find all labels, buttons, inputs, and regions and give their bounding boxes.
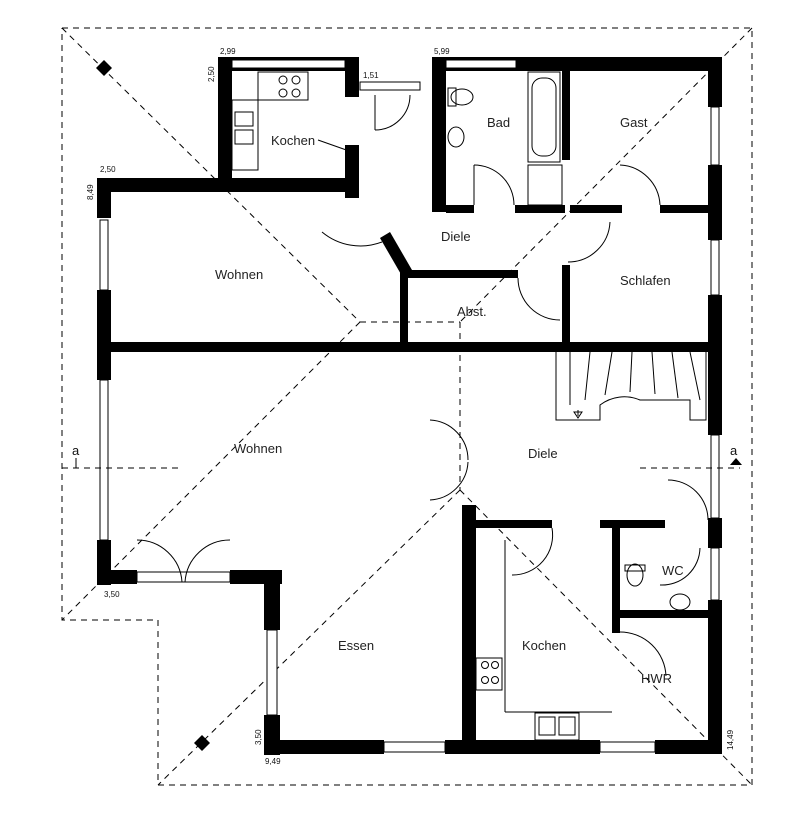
room-abst: Abst.	[457, 304, 487, 319]
room-kochen-top: Kochen	[271, 133, 315, 148]
room-gast: Gast	[620, 115, 648, 130]
windows	[99, 59, 720, 753]
dim-8-49: 8,49	[86, 184, 95, 200]
fixtures	[231, 71, 691, 741]
walls	[97, 57, 722, 755]
room-schlafen: Schlafen	[620, 273, 671, 288]
dim-14-49: 14,49	[726, 729, 735, 750]
roof-marker-top-left	[96, 60, 112, 76]
section-mark-right: a	[730, 443, 738, 458]
section-mark-left: a	[72, 443, 80, 458]
dim-3-50-b: 3,50	[254, 729, 263, 745]
dim-2-99: 2,99	[220, 47, 236, 56]
room-essen: Essen	[338, 638, 374, 653]
room-hwr: HWR	[641, 671, 672, 686]
dim-2-50-a: 2,50	[207, 66, 216, 82]
room-bad: Bad	[487, 115, 510, 130]
room-labels: Kochen Bad Gast Diele Wohnen Schlafen Ab…	[215, 115, 684, 686]
room-kochen-bottom: Kochen	[522, 638, 566, 653]
room-wohnen-bottom: Wohnen	[234, 441, 282, 456]
room-wohnen-top: Wohnen	[215, 267, 263, 282]
roof-marker-bottom-left	[194, 735, 210, 751]
room-diele-top: Diele	[441, 229, 471, 244]
room-wc: WC	[662, 563, 684, 578]
doors	[136, 94, 709, 677]
dim-9-49: 9,49	[265, 757, 281, 766]
dim-3-50-a: 3,50	[104, 590, 120, 599]
section-arrow-right	[730, 458, 742, 465]
section-line	[62, 458, 742, 469]
dim-1-51: 1,51	[363, 71, 379, 80]
staircase	[555, 351, 707, 421]
dim-5-99: 5,99	[434, 47, 450, 56]
roof-markers	[96, 60, 210, 751]
dimension-labels: 2,99 2,50 1,51 5,99 2,50 8,49 3,50 3,50 …	[86, 47, 735, 766]
room-diele-bottom: Diele	[528, 446, 558, 461]
dim-2-50-b: 2,50	[100, 165, 116, 174]
